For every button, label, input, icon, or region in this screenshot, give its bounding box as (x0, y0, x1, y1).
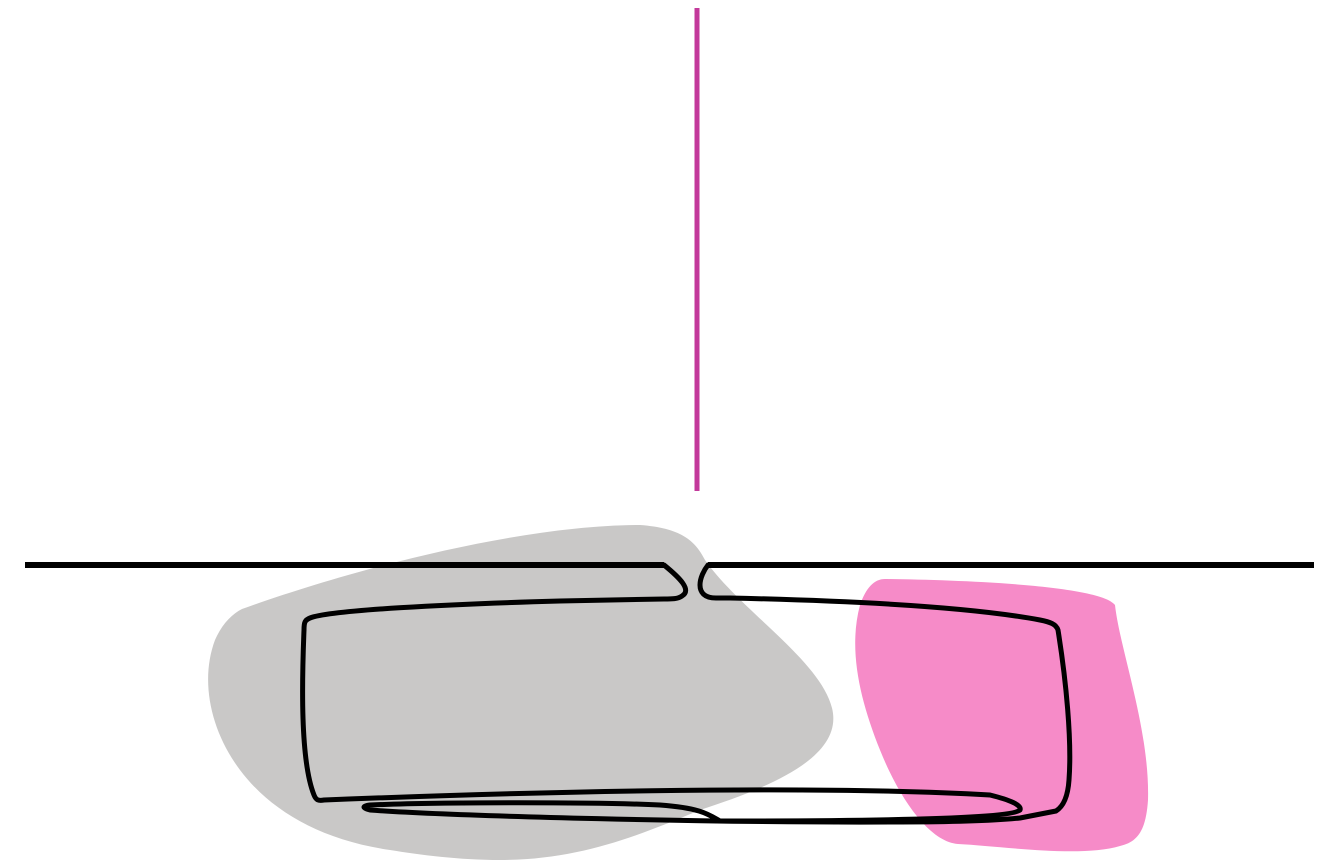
pink-region (855, 579, 1148, 851)
